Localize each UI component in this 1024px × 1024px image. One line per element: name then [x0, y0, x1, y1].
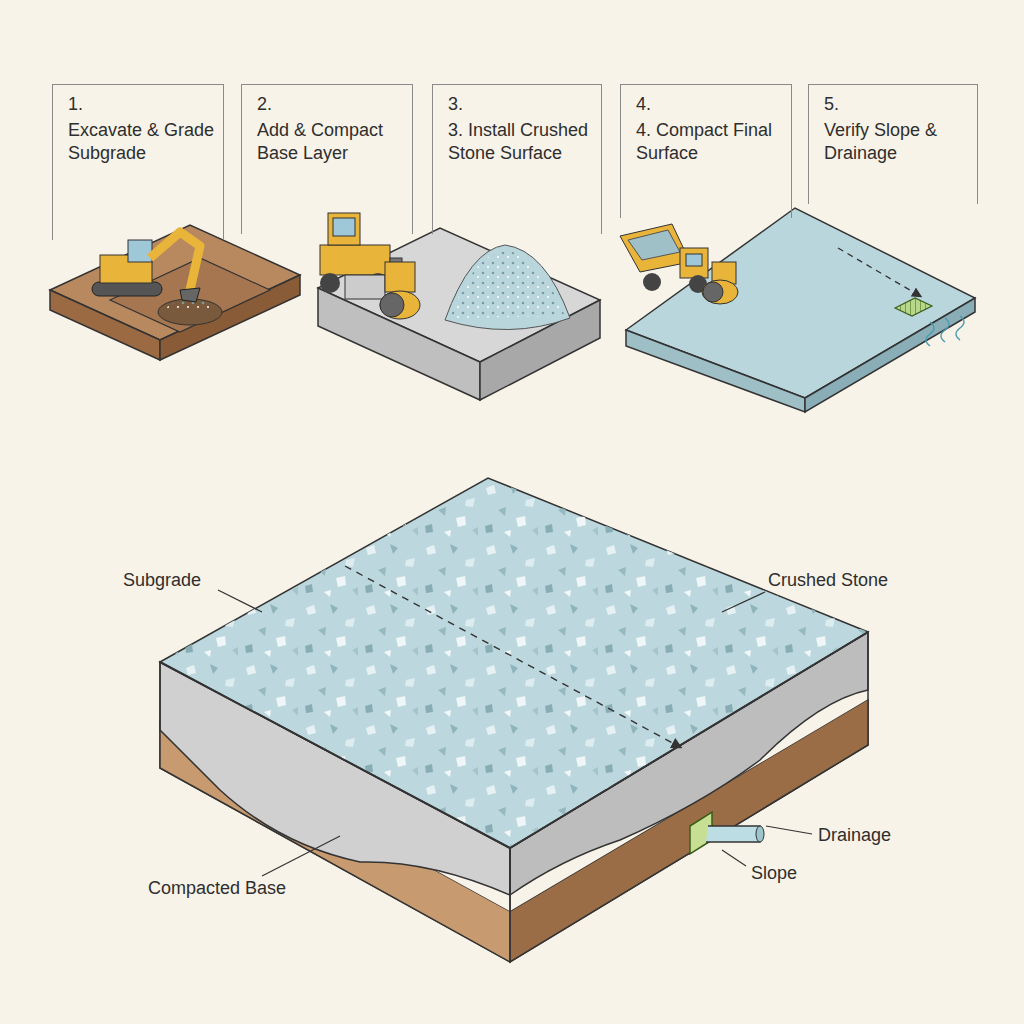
- step-text: Verify Slope & Drainage: [824, 119, 971, 165]
- step-text: 3. Install Crushed Stone Surface: [448, 119, 595, 165]
- layer-label: Compacted Base: [148, 877, 286, 899]
- step-text: Add & Compact Base Layer: [257, 119, 406, 165]
- step-number: 1.: [68, 93, 223, 116]
- step-number: 5.: [824, 93, 977, 116]
- step-panel: 2. Add & Compact Base Layer: [241, 84, 413, 234]
- layer-label: Drainage: [818, 824, 891, 846]
- surface-scene: [620, 208, 975, 412]
- excavation-scene: [50, 225, 300, 360]
- step-panel: 3. 3. Install Crushed Stone Surface: [432, 84, 602, 234]
- step-text: Excavate & Grade Subgrade: [68, 119, 217, 165]
- step-text: 4. Compact Final Surface: [636, 119, 785, 165]
- step-panel: 4. 4. Compact Final Surface: [620, 84, 792, 218]
- step-number: 4.: [636, 93, 791, 116]
- base-scene: [318, 213, 600, 400]
- step-number: 3.: [448, 93, 601, 116]
- step-panel: 5. Verify Slope & Drainage: [808, 84, 978, 204]
- step-panel: 1. Excavate & Grade Subgrade: [52, 84, 224, 240]
- step-number: 2.: [257, 93, 412, 116]
- layer-label: Subgrade: [123, 569, 201, 591]
- layer-label: Crushed Stone: [768, 569, 888, 591]
- layer-label: Slope: [751, 862, 797, 884]
